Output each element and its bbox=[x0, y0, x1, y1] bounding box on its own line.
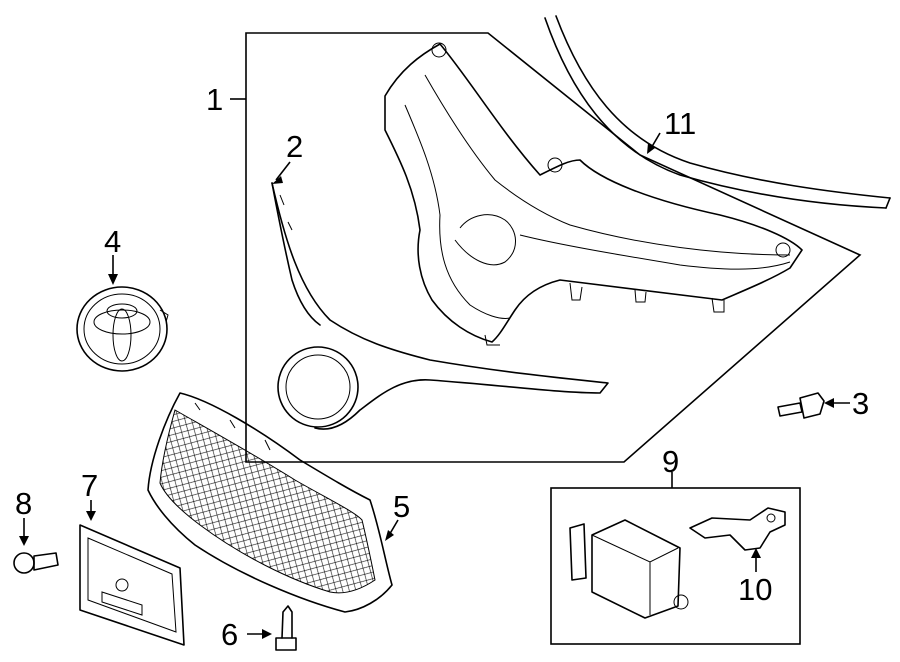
callout-4: 4 bbox=[104, 224, 121, 259]
callout-1: 1 bbox=[206, 82, 223, 117]
sensor-group-box-9 bbox=[550, 487, 801, 645]
bolt-8[interactable] bbox=[13, 552, 59, 574]
lower-grille-5[interactable] bbox=[147, 392, 393, 613]
callout-10: 10 bbox=[738, 572, 772, 607]
grille-frame-1[interactable] bbox=[384, 42, 803, 346]
sensor-9[interactable] bbox=[569, 519, 689, 619]
callout-11: 11 bbox=[664, 106, 696, 141]
arrowheads bbox=[19, 143, 834, 639]
clip-6[interactable] bbox=[275, 605, 297, 651]
bolt-3[interactable] bbox=[777, 392, 825, 419]
callout-2: 2 bbox=[286, 129, 303, 164]
callout-labels: 1 2 3 4 5 6 7 8 9 10 11 bbox=[15, 82, 869, 652]
callout-6: 6 bbox=[221, 617, 238, 652]
callout-9: 9 bbox=[662, 444, 679, 479]
callout-7: 7 bbox=[81, 468, 98, 503]
bracket-10[interactable] bbox=[689, 507, 786, 551]
grille-assembly-box bbox=[245, 32, 862, 463]
callout-3: 3 bbox=[852, 386, 869, 421]
molding-strip-11[interactable] bbox=[544, 15, 891, 209]
chrome-trim-2[interactable] bbox=[271, 182, 609, 430]
callout-8: 8 bbox=[15, 486, 32, 521]
license-bracket-7[interactable] bbox=[79, 524, 185, 646]
emblem-4[interactable] bbox=[76, 286, 169, 372]
callout-5: 5 bbox=[393, 489, 410, 524]
